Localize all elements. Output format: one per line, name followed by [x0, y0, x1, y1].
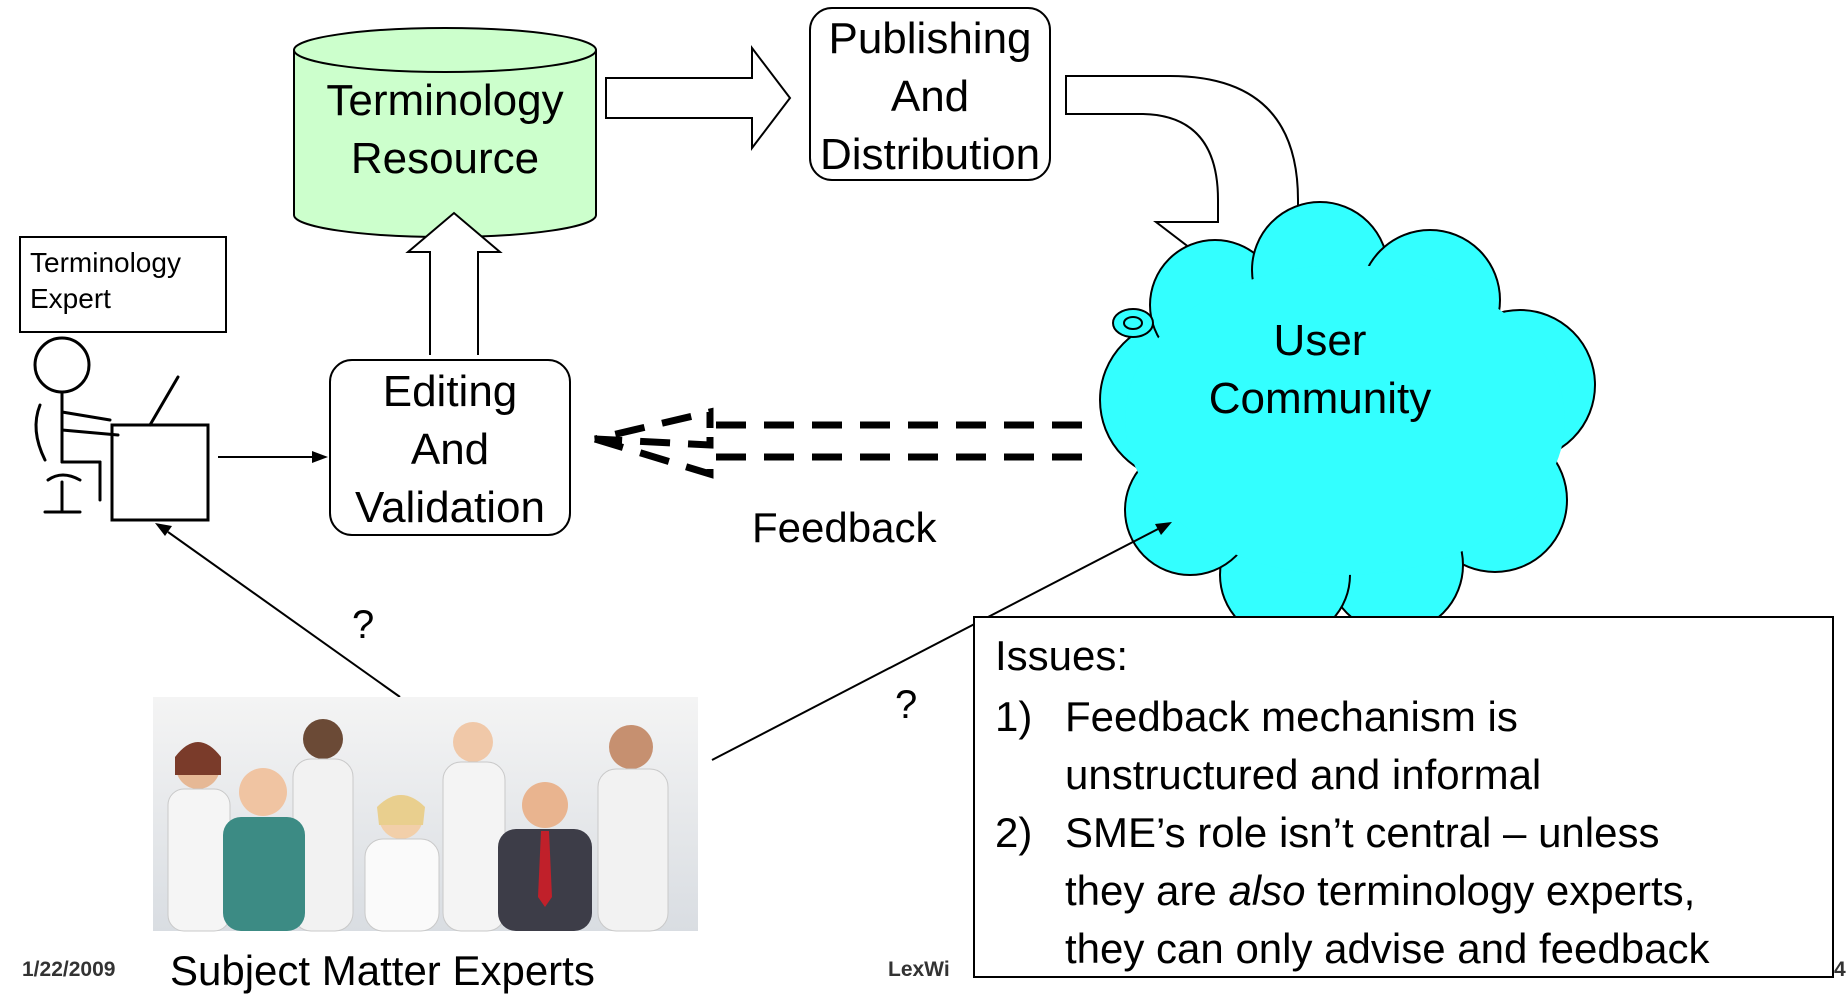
- issue-line: Feedback mechanism is: [1065, 693, 1518, 740]
- issues-list: 1) Feedback mechanism is unstructured an…: [975, 688, 1805, 978]
- expert-line-1: Terminology: [30, 247, 181, 278]
- issue-line: SME’s role isn’t central – unless: [1065, 809, 1660, 856]
- issue-item: 2) SME’s role isn’t central – unless the…: [975, 804, 1805, 978]
- user-community-label: User Community: [1160, 312, 1480, 428]
- subject-matter-experts-photo: [153, 697, 698, 932]
- footer-title: LexWi: [888, 958, 950, 981]
- editing-label: Editing And Validation: [330, 363, 570, 537]
- publishing-line-1: Publishing: [828, 14, 1032, 63]
- arrow-smes-to-community: [711, 522, 1172, 761]
- issue-line: they can only advise and feedback: [1065, 925, 1710, 972]
- editing-box: [329, 359, 571, 536]
- publishing-line-2: And: [890, 72, 970, 121]
- publishing-label: Publishing And Distribution: [810, 10, 1050, 184]
- issue-item: 1) Feedback mechanism is unstructured an…: [975, 688, 1805, 804]
- subject-matter-experts-label: Subject Matter Experts: [170, 947, 595, 994]
- editing-line-1: Editing: [382, 367, 518, 416]
- arrow-resource-to-publishing: [605, 45, 792, 151]
- terminology-expert-box: [19, 236, 227, 333]
- issue-line: unstructured and informal: [1065, 751, 1542, 798]
- question-mark-left: ?: [352, 603, 375, 647]
- terminology-resource-label: Terminology Resource: [300, 72, 590, 188]
- issue-text: they are: [1065, 867, 1229, 914]
- terminology-resource-text: Terminology Resource: [326, 76, 564, 183]
- user-community-line-1: User: [1273, 316, 1367, 365]
- issue-number: 2): [995, 809, 1033, 856]
- issue-text: terminology experts,: [1305, 867, 1696, 914]
- question-mark-right: ?: [895, 683, 918, 727]
- feedback-label: Feedback: [752, 504, 937, 551]
- issues-box: Issues: 1) Feedback mechanism is unstruc…: [973, 616, 1834, 978]
- arrow-editing-to-resource: [405, 211, 503, 355]
- editing-line-2: And: [410, 425, 490, 474]
- publishing-line-3: Distribution: [819, 130, 1041, 179]
- editing-line-3: Validation: [355, 483, 545, 532]
- terminology-expert-label: Terminology Expert: [30, 245, 181, 317]
- terminology-expert-figure: [33, 336, 210, 522]
- footer-page-number: 4: [1834, 958, 1846, 981]
- issues-heading: Issues:: [995, 632, 1129, 679]
- expert-line-2: Expert: [30, 283, 111, 314]
- user-community-cloud: [1099, 201, 1596, 641]
- issue-line: they are also terminology experts,: [1065, 862, 1805, 920]
- feedback-dashed-arrow: [593, 407, 1082, 479]
- issue-number: 1): [995, 693, 1033, 740]
- publishing-box: [809, 7, 1051, 181]
- terminology-resource-cylinder: [293, 27, 597, 238]
- arrow-smes-to-expert: [155, 523, 401, 698]
- arrow-expert-to-editing: [218, 451, 328, 463]
- issue-emphasis: also: [1228, 867, 1306, 914]
- user-community-line-2: Community: [1208, 374, 1432, 423]
- footer-date: 1/22/2009: [22, 958, 116, 981]
